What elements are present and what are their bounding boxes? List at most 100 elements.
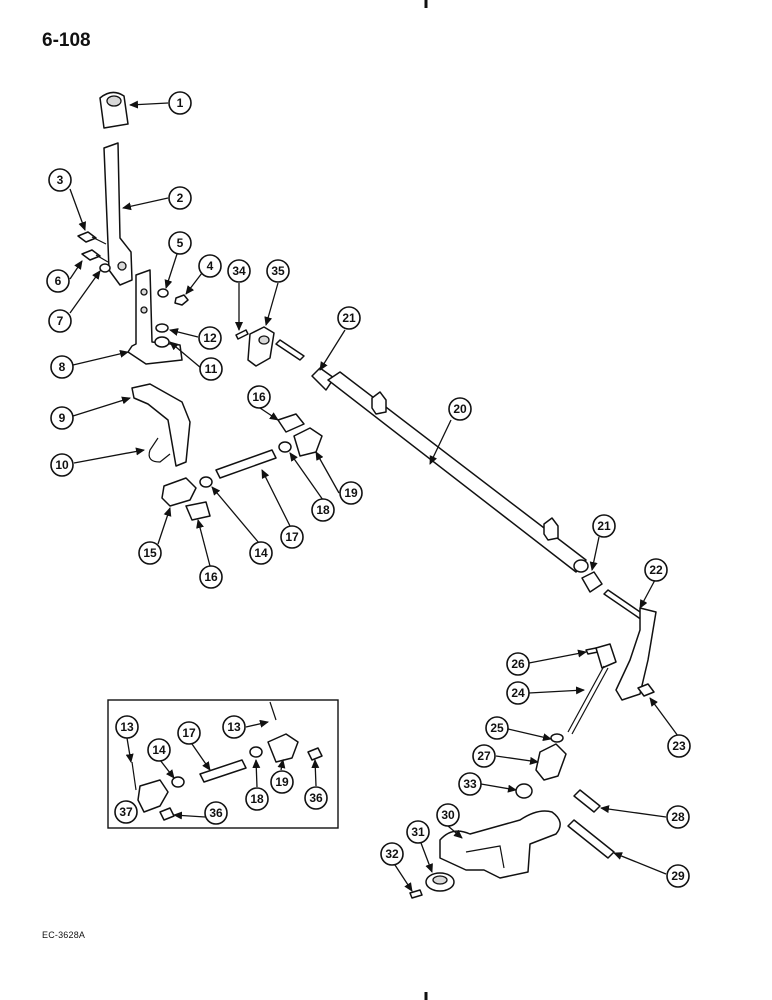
svg-text:15: 15: [143, 546, 157, 560]
inset-callout-36-left: 36: [204, 801, 228, 825]
part-22-arm: [615, 607, 657, 701]
part-8-hole-b: [140, 306, 148, 314]
part-27-clevis: [535, 743, 567, 781]
callout-17: 17: [280, 525, 304, 549]
svg-text:7: 7: [57, 314, 64, 328]
inset-callout-37: 37: [114, 800, 138, 824]
inset-callout-13-left: 13: [115, 715, 139, 739]
part-4-nut: [174, 294, 189, 306]
svg-text:16: 16: [204, 570, 218, 584]
callout-6: 6: [46, 269, 70, 293]
part-12-washer: [155, 323, 169, 333]
svg-text:31: 31: [411, 825, 425, 839]
svg-text:27: 27: [477, 749, 491, 763]
callout-4: 4: [198, 254, 222, 278]
callout-11: 11: [199, 357, 223, 381]
inset-frame: [107, 699, 339, 829]
svg-text:24: 24: [511, 686, 525, 700]
part-6-bolt-shank: [95, 254, 109, 263]
svg-text:23: 23: [672, 739, 686, 753]
callout-16-upper: 16: [247, 385, 271, 409]
callout-21-upper: 21: [337, 306, 361, 330]
callout-23: 23: [667, 734, 691, 758]
callout-18: 18: [311, 498, 335, 522]
inset-part-37-clevis: [137, 779, 169, 813]
part-28-bolt: [573, 789, 601, 813]
page-number: 6-108: [42, 30, 91, 51]
svg-text:34: 34: [232, 264, 246, 278]
callout-30: 30: [436, 803, 460, 827]
part-drawings: [77, 91, 657, 899]
callout-35: 35: [266, 259, 290, 283]
svg-text:20: 20: [453, 402, 467, 416]
callout-2: 2: [168, 186, 192, 210]
callout-10: 10: [50, 453, 74, 477]
part-25-nut: [550, 733, 564, 743]
part-20-shaft-end: [573, 559, 589, 573]
callout-7: 7: [48, 309, 72, 333]
svg-text:2: 2: [177, 191, 184, 205]
svg-text:3: 3: [57, 173, 64, 187]
svg-text:32: 32: [385, 847, 399, 861]
part-2-hole: [117, 261, 127, 271]
figure-code: EC-3628A: [42, 930, 86, 940]
svg-text:18: 18: [316, 503, 330, 517]
part-16-clip-upper: [277, 413, 305, 433]
part-15-clevis: [161, 477, 197, 507]
callout-32: 32: [380, 842, 404, 866]
svg-text:1: 1: [177, 96, 184, 110]
part-33-bushing: [515, 783, 533, 799]
callouts: 1 2 3 4 5 6 7 8 9 10 11 12 34 35 21 20 1…: [46, 91, 691, 888]
part-8-hole-a: [140, 288, 148, 296]
svg-text:9: 9: [59, 411, 66, 425]
callout-12: 12: [198, 326, 222, 350]
inset-part-18-washer: [249, 746, 263, 758]
inset-callout-19: 19: [270, 770, 294, 794]
inset-part-36-bolt-right: [307, 747, 323, 761]
svg-text:19: 19: [275, 775, 289, 789]
svg-text:13: 13: [120, 720, 134, 734]
callout-16-lower: 16: [199, 565, 223, 589]
svg-text:14: 14: [152, 743, 166, 757]
part-29-bolt: [567, 819, 615, 859]
part-11-nut: [154, 336, 170, 348]
callout-34: 34: [227, 259, 251, 283]
svg-text:26: 26: [511, 657, 525, 671]
svg-text:18: 18: [250, 792, 264, 806]
inset-callouts: 13 13 14 17 18 19 36 36 37: [114, 715, 328, 825]
inset-part-13-pin-left: [131, 761, 137, 791]
part-16-clip-lower: [185, 501, 211, 521]
part-8-bracket: [127, 269, 183, 365]
part-35-clevis: [247, 326, 275, 367]
svg-text:22: 22: [649, 563, 663, 577]
part-3-bolt-head: [77, 231, 97, 243]
inset-part-36-bolt-left: [159, 807, 175, 821]
callout-28: 28: [666, 805, 690, 829]
svg-text:30: 30: [441, 808, 455, 822]
callout-22: 22: [644, 558, 668, 582]
callout-14: 14: [249, 541, 273, 565]
callout-20: 20: [448, 397, 472, 421]
svg-text:21: 21: [597, 519, 611, 533]
svg-text:4: 4: [207, 259, 214, 273]
svg-text:13: 13: [227, 720, 241, 734]
part-24-rod: [567, 665, 605, 733]
callout-5: 5: [168, 231, 192, 255]
callout-26: 26: [506, 652, 530, 676]
svg-text:33: 33: [463, 777, 477, 791]
inset-part-14-washer: [171, 776, 185, 788]
svg-text:6: 6: [55, 274, 62, 288]
part-20-lug-lower: [543, 517, 559, 541]
callout-8: 8: [50, 355, 74, 379]
svg-text:17: 17: [285, 530, 299, 544]
svg-text:11: 11: [205, 362, 218, 376]
svg-text:28: 28: [671, 810, 685, 824]
svg-text:37: 37: [119, 805, 133, 819]
part-20-lug-upper: [371, 391, 387, 415]
callout-29: 29: [666, 864, 690, 888]
svg-text:5: 5: [177, 236, 184, 250]
inset-part-13-pin-right: [269, 701, 277, 721]
svg-text:10: 10: [55, 458, 69, 472]
part-6-bolt-head: [81, 249, 101, 261]
part-24-rod-edge: [571, 667, 609, 735]
